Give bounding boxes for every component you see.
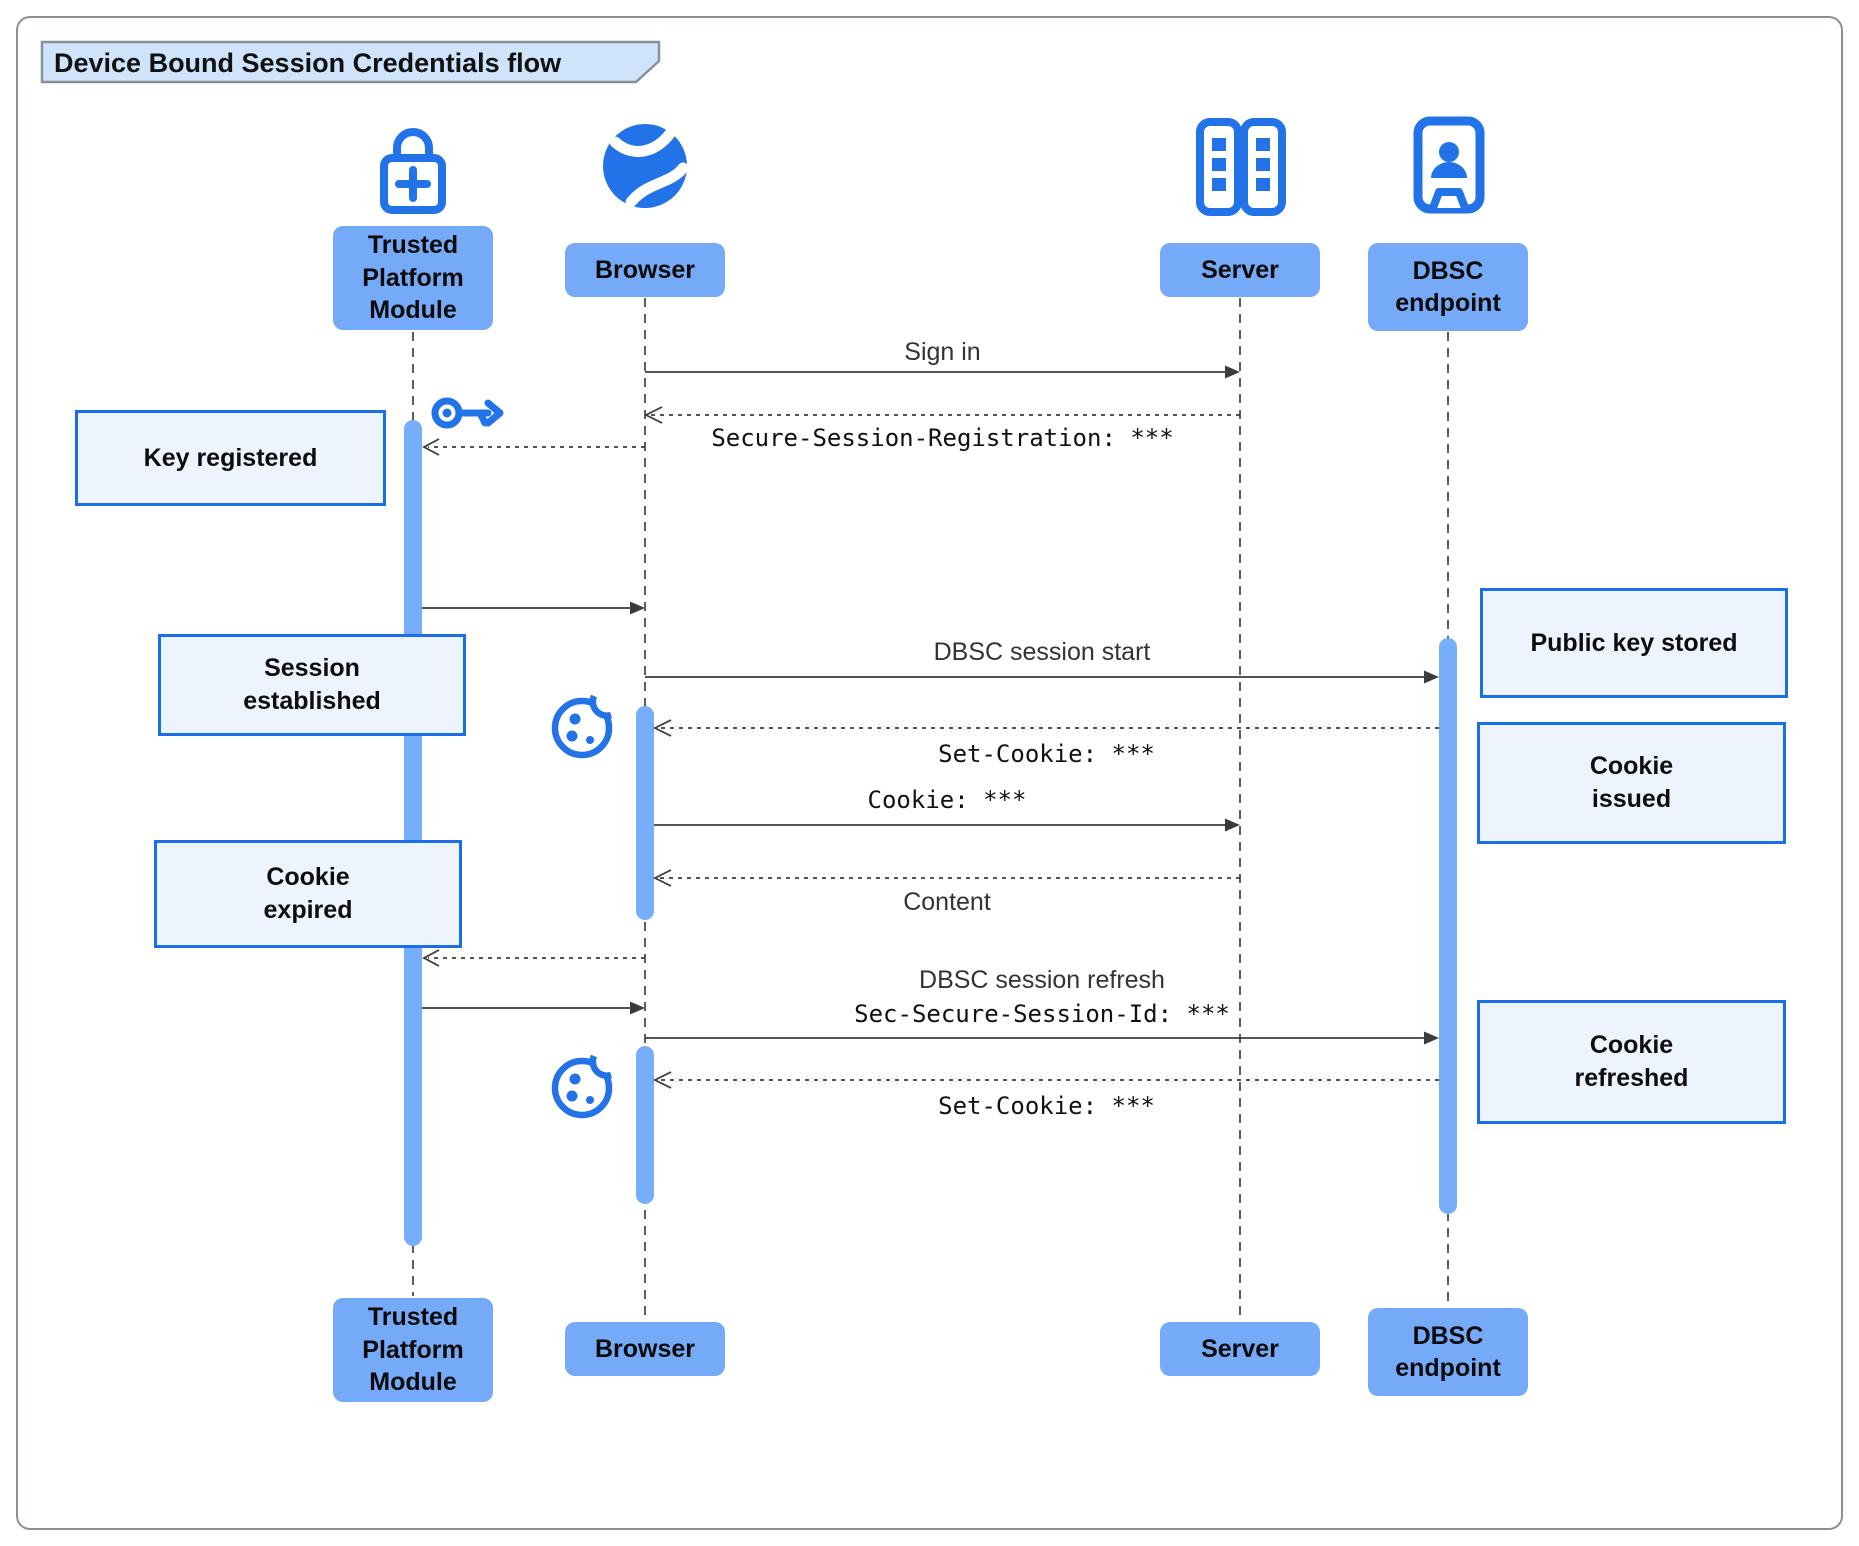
server-racks-icon xyxy=(1196,118,1286,221)
arrow-secure-session-registration xyxy=(643,406,1240,424)
arrow-sign-in xyxy=(645,365,1240,379)
arrow-cookie xyxy=(654,818,1240,832)
actor-label-server-top: Server xyxy=(1160,243,1320,297)
activation-bar-dbsc xyxy=(1439,638,1457,1214)
diagram-title: Device Bound Session Credentials flow xyxy=(54,48,562,78)
note-public-key-stored: Public key stored xyxy=(1480,588,1788,698)
actor-label-browser-bottom: Browser xyxy=(565,1322,725,1376)
arrow-dbsc-session-refresh xyxy=(645,1031,1439,1045)
note-cookie-issued: Cookie issued xyxy=(1477,722,1786,844)
actor-label-dbsc-bottom: DBSC endpoint xyxy=(1368,1308,1528,1396)
arrow-content xyxy=(652,869,1240,887)
arrow-tpm-to-browser-1 xyxy=(422,601,645,615)
arrow-browser-to-tpm-2 xyxy=(422,949,645,967)
label-sec-secure-session-id: Sec-Secure-Session-Id: *** xyxy=(854,1000,1230,1028)
label-set-cookie-2: Set-Cookie: *** xyxy=(938,1092,1155,1120)
arrow-dbsc-session-start xyxy=(645,670,1439,684)
activation-bar-browser-1 xyxy=(636,706,654,920)
activation-bar-browser-2 xyxy=(636,1046,654,1204)
badge-person-icon xyxy=(1413,116,1485,221)
note-cookie-refreshed: Cookie refreshed xyxy=(1477,1000,1786,1124)
label-dbsc-session-start: DBSC session start xyxy=(933,638,1151,666)
arrow-set-cookie-2 xyxy=(652,1071,1439,1089)
activation-bar-tpm xyxy=(404,420,422,1246)
globe-icon xyxy=(601,122,689,215)
label-dbsc-session-refresh: DBSC session refresh xyxy=(919,966,1165,994)
arrow-browser-to-tpm-1 xyxy=(422,438,645,456)
actor-label-server-bottom: Server xyxy=(1160,1322,1320,1376)
key-icon xyxy=(430,386,510,445)
actor-label-browser-top: Browser xyxy=(565,243,725,297)
note-session-established: Session established xyxy=(158,634,466,736)
diagram-border xyxy=(16,16,1843,1530)
label-cookie: Cookie: *** xyxy=(867,786,1027,814)
cookie-icon xyxy=(550,688,618,769)
label-sign-in: Sign in xyxy=(904,338,981,366)
label-set-cookie-1: Set-Cookie: *** xyxy=(938,740,1155,768)
arrow-tpm-to-browser-2 xyxy=(422,1001,645,1015)
lock-plus-icon xyxy=(371,116,455,221)
note-cookie-expired: Cookie expired xyxy=(154,840,462,948)
label-secure-session-registration: Secure-Session-Registration: *** xyxy=(711,424,1174,452)
actor-label-tpm-top: Trusted Platform Module xyxy=(333,226,493,330)
note-key-registered: Key registered xyxy=(75,410,386,506)
actor-label-dbsc-top: DBSC endpoint xyxy=(1368,243,1528,331)
title-tab xyxy=(40,40,661,84)
label-content: Content xyxy=(903,888,991,916)
cookie-icon xyxy=(550,1048,618,1129)
arrow-set-cookie-1 xyxy=(652,719,1439,737)
actor-label-tpm-bottom: Trusted Platform Module xyxy=(333,1298,493,1402)
